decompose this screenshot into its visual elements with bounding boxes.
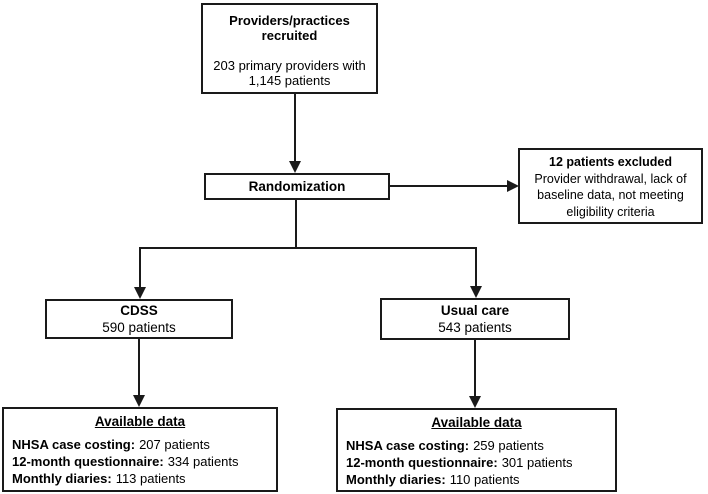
box-available-data-usual-care: Available data NHSA case costing:259 pat…: [336, 408, 617, 492]
row-label: NHSA case costing:: [346, 438, 470, 453]
arrowhead-down-cdss: [134, 287, 146, 299]
data-row: Monthly diaries:110 patients: [346, 471, 615, 488]
usual-care-patient-count: 543 patients: [438, 320, 512, 335]
arrowhead-down-available-usual: [469, 396, 481, 408]
data-row: NHSA case costing:259 patients: [346, 437, 615, 454]
box-cdss-arm: CDSS 590 patients: [45, 299, 233, 339]
available-data-heading-usual-care: Available data: [431, 415, 522, 430]
usual-care-title: Usual care: [440, 303, 510, 318]
row-value: 259 patients: [473, 438, 544, 453]
row-label: NHSA case costing:: [12, 437, 136, 452]
available-data-heading-cdss: Available data: [94, 414, 186, 429]
box-providers-recruited: Providers/practices recruited 203 primar…: [201, 3, 378, 94]
cdss-patient-count: 590 patients: [102, 320, 176, 335]
providers-recruited-title: Providers/practices recruited: [203, 13, 376, 43]
arrowhead-right-excluded: [507, 180, 519, 192]
box-available-data-cdss: Available data NHSA case costing:207 pat…: [2, 407, 278, 492]
row-label: 12-month questionnaire:: [346, 455, 498, 470]
row-value: 110 patients: [449, 472, 520, 487]
excluded-title: 12 patients excluded: [549, 155, 672, 169]
box-patients-excluded: 12 patients excluded Provider withdrawal…: [518, 148, 703, 224]
excluded-body-line1: Provider withdrawal, lack of: [534, 171, 687, 186]
row-label: Monthly diaries:: [12, 471, 112, 486]
box-randomization: Randomization: [204, 173, 390, 200]
excluded-body-line3: eligibility criteria: [566, 204, 655, 219]
box-usual-care-arm: Usual care 543 patients: [380, 298, 570, 340]
row-value: 113 patients: [115, 471, 186, 486]
row-value: 334 patients: [167, 454, 239, 469]
arrowhead-down-randomization: [289, 161, 301, 173]
data-row: Monthly diaries:113 patients: [12, 470, 276, 487]
data-row: NHSA case costing:207 patients: [12, 436, 276, 453]
available-data-rows-cdss: NHSA case costing:207 patients 12-month …: [4, 436, 276, 487]
spacer: [203, 43, 376, 58]
arrowhead-down-usual-care: [470, 286, 482, 298]
providers-recruited-body-line1: 203 primary providers with: [213, 58, 366, 73]
excluded-body-line2: baseline data, not meeting: [537, 188, 684, 202]
arrowhead-down-available-cdss: [133, 395, 145, 407]
row-label: Monthly diaries:: [346, 472, 446, 487]
providers-recruited-title-line2: recruited: [261, 28, 318, 43]
cdss-title: CDSS: [120, 303, 158, 318]
data-row: 12-month questionnaire:301 patients: [346, 454, 615, 471]
row-value: 207 patients: [139, 437, 210, 452]
providers-recruited-title-line1: Providers/practices: [229, 13, 350, 28]
available-data-rows-usual-care: NHSA case costing:259 patients 12-month …: [338, 437, 615, 488]
row-label: 12-month questionnaire:: [12, 454, 164, 469]
row-value: 301 patients: [501, 455, 573, 470]
providers-recruited-body-line2: 1,145 patients: [248, 73, 331, 88]
randomization-label: Randomization: [248, 179, 346, 194]
data-row: 12-month questionnaire:334 patients: [12, 453, 276, 470]
